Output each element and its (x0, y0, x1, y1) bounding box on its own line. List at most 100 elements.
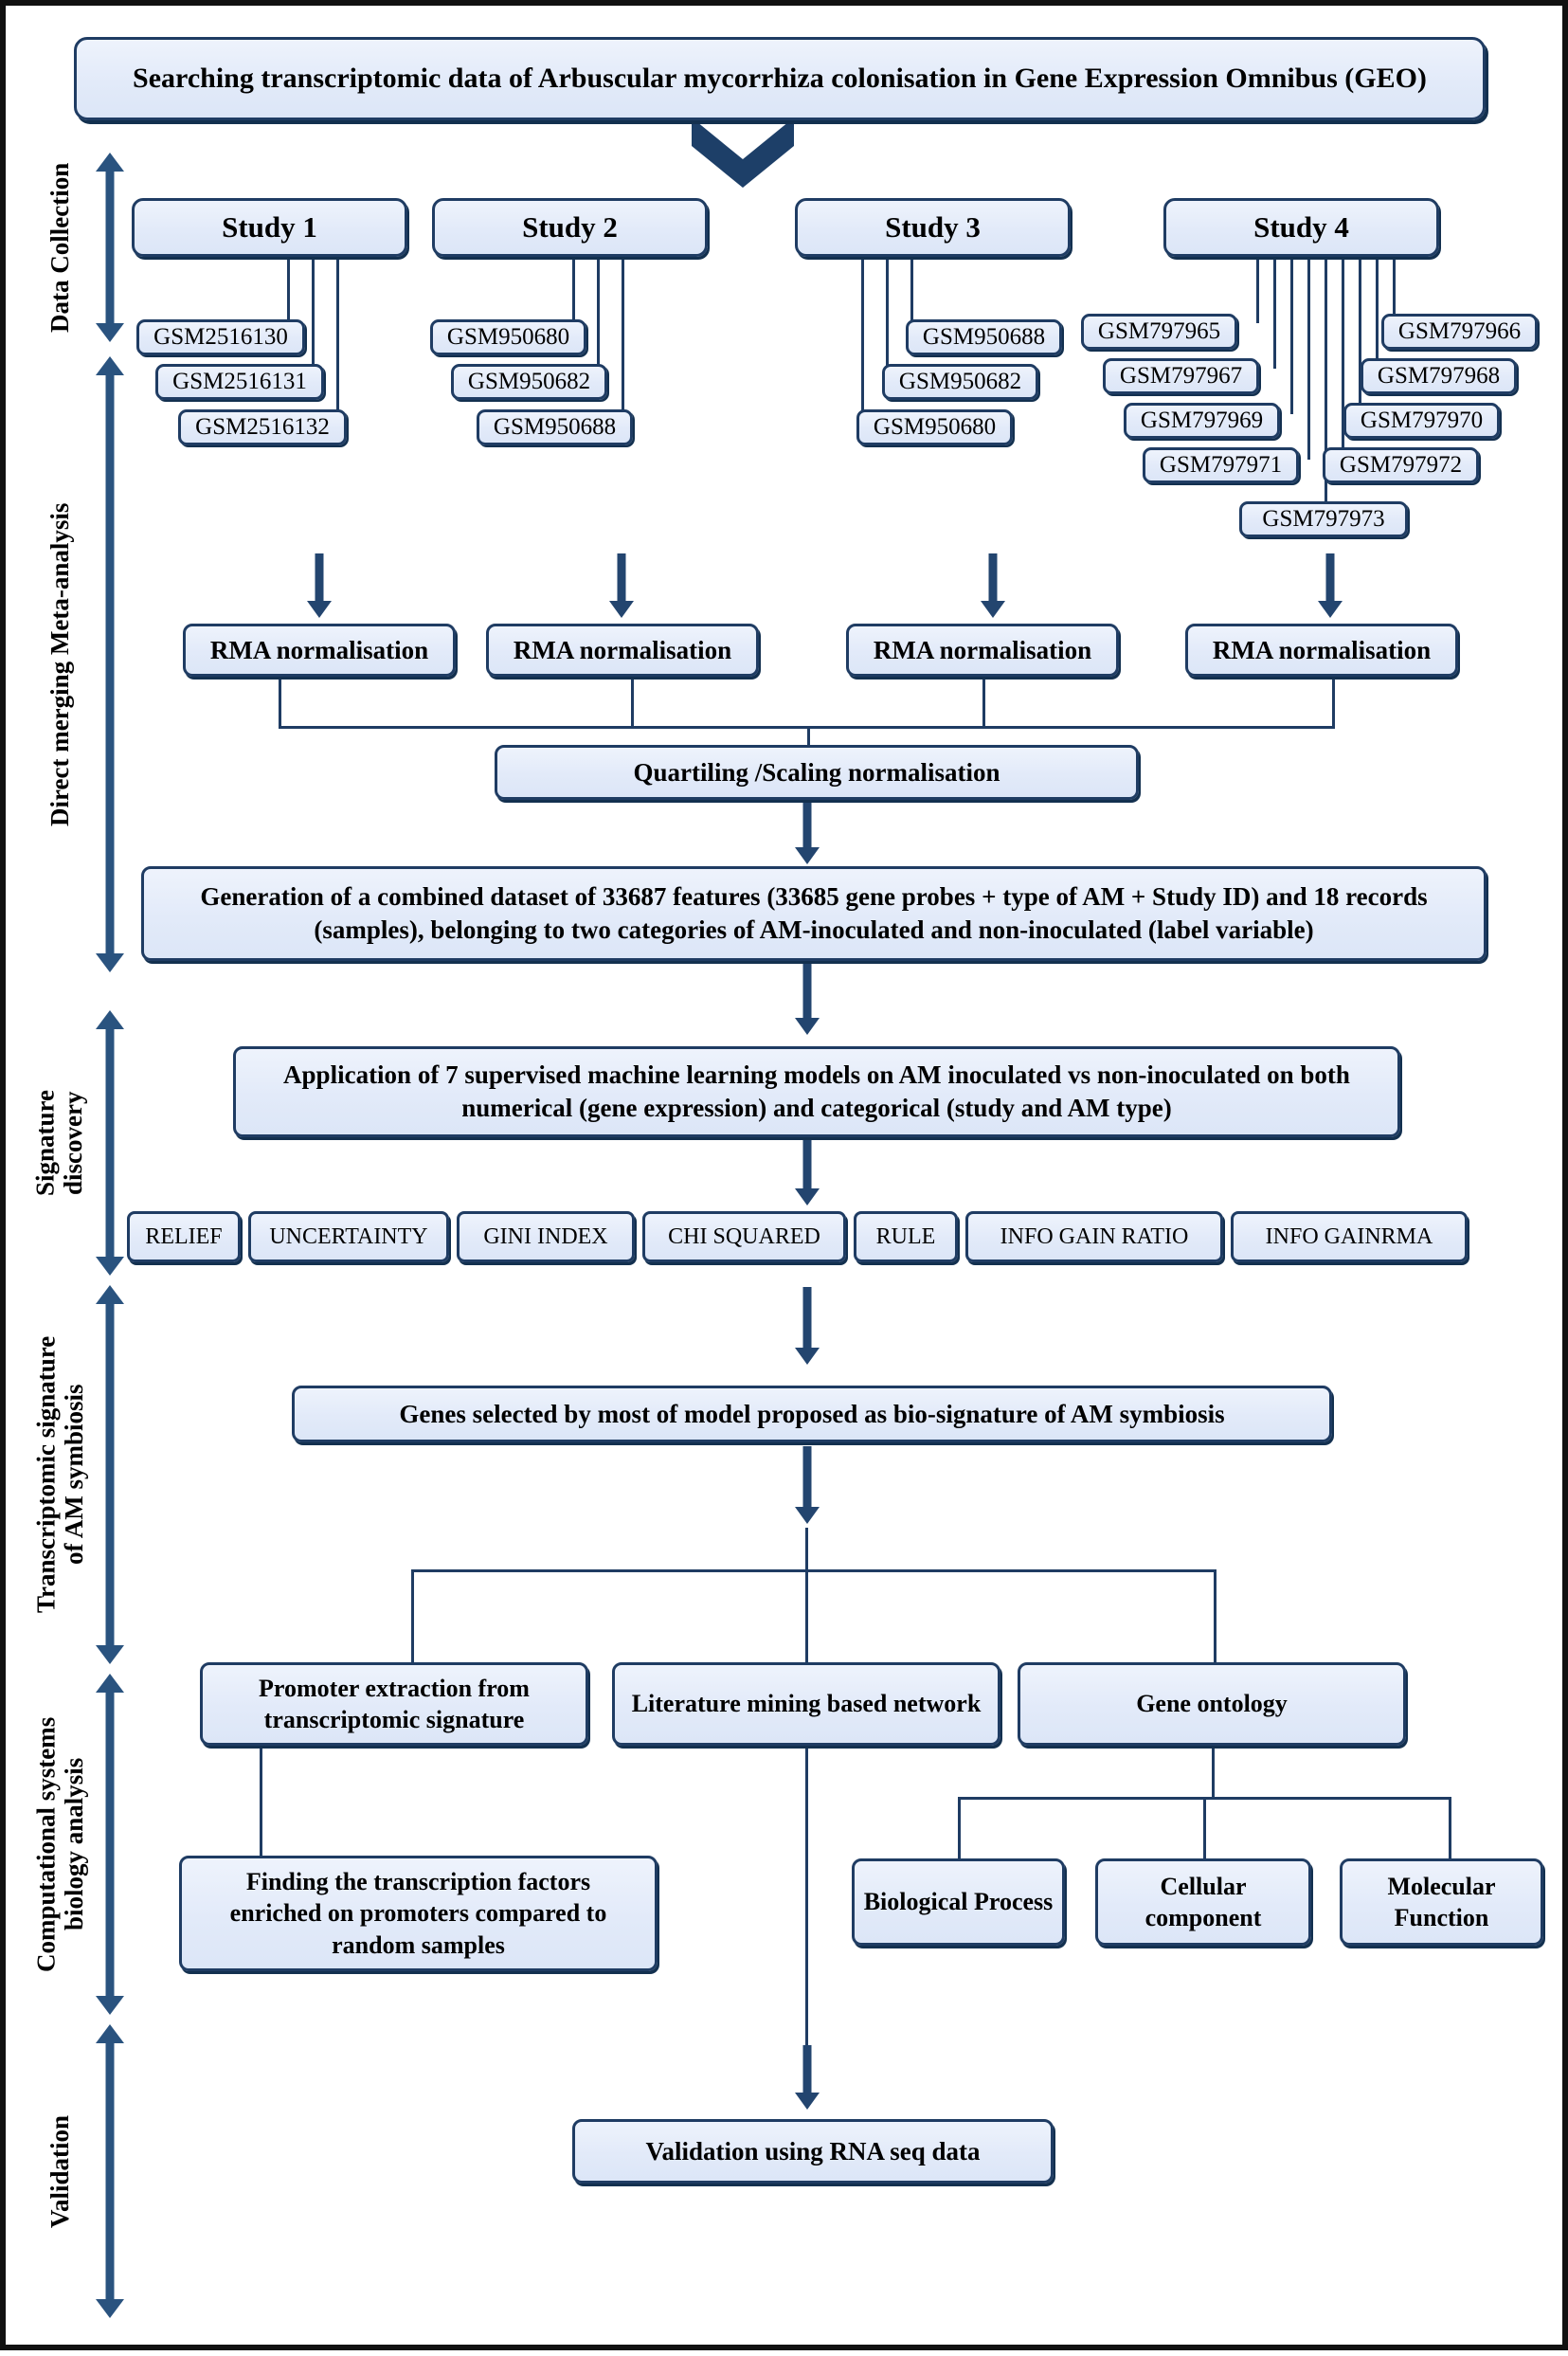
sample-box-gsm797969: GSM797969 (1124, 403, 1280, 439)
connector-ontology-to-cc (1203, 1797, 1206, 1860)
rma-box-3: RMA normalisation (846, 624, 1119, 677)
stage-label-meta-analysis: Direct merging Meta-analysis (45, 502, 75, 826)
connector-rma1-down (279, 677, 281, 727)
connector-rma3-down (982, 677, 985, 727)
chevron-down-icon (692, 118, 794, 188)
feature-chip-rule: RULE (854, 1211, 958, 1262)
connector-study4-s3 (1290, 257, 1293, 414)
sample-box-gsm950680-s3: GSM950680 (856, 409, 1013, 445)
quartiling-box: Quartiling /Scaling normalisation (495, 745, 1139, 800)
connector-ontology-stem (1212, 1746, 1215, 1799)
stage-arrow-meta-analysis (96, 356, 124, 972)
connector-study4-s5 (1342, 257, 1344, 460)
sample-box-gsm797972: GSM797972 (1323, 447, 1479, 483)
connector-study2-s3 (622, 257, 624, 424)
connector-study4-s6 (1359, 257, 1361, 414)
connector-ontology-to-bp (958, 1797, 961, 1860)
sample-box-gsm797971: GSM797971 (1143, 447, 1299, 483)
study-box-4: Study 4 (1163, 198, 1439, 257)
promoter-extraction-box: Promoter extraction from transcriptomic … (200, 1662, 588, 1746)
transcription-factors-box: Finding the transcription factors enrich… (179, 1856, 658, 1971)
go-box-molecular-function: Molecular Function (1340, 1858, 1543, 1946)
feature-chip-info-gainrma: INFO GAINRMA (1231, 1211, 1468, 1262)
sample-box-gsm950688: GSM950688 (477, 409, 633, 445)
connector-merge-bus (279, 726, 1335, 729)
feature-chip-chi-squared: CHI SQUARED (642, 1211, 846, 1262)
connector-study4-s9 (1325, 257, 1327, 527)
connector-study4-s7 (1376, 257, 1379, 369)
rma-box-1: RMA normalisation (183, 624, 456, 677)
arrow-to-ml-models (795, 963, 820, 1037)
sample-box-gsm797973: GSM797973 (1239, 501, 1408, 537)
ml-models-box: Application of 7 supervised machine lear… (233, 1046, 1400, 1137)
connector-rma2-down (631, 677, 634, 727)
arrow-to-systems-biology (795, 1446, 820, 1527)
connector-study1-s2 (312, 257, 315, 377)
rma-box-2: RMA normalisation (486, 624, 759, 677)
connector-branch-to-ontology (1214, 1569, 1217, 1664)
sample-box-gsm950682: GSM950682 (451, 364, 607, 400)
feature-chip-uncertainty: UNCERTAINTY (248, 1211, 449, 1262)
sample-box-gsm2516132: GSM2516132 (178, 409, 347, 445)
rma-box-4: RMA normalisation (1185, 624, 1458, 677)
stage-label-systems-biology: Computational systems biology analysis (31, 1716, 88, 1972)
connector-study4-s4 (1307, 257, 1310, 460)
title-box: Searching transcriptomic data of Arbuscu… (74, 37, 1486, 120)
combined-dataset-box: Generation of a combined dataset of 3368… (141, 866, 1487, 961)
connector-study4-s2 (1273, 257, 1276, 369)
feature-chip-info-gain-ratio: INFO GAIN RATIO (965, 1211, 1223, 1262)
arrow-to-rma-3 (981, 553, 1005, 618)
stage-label-validation: Validation (45, 2114, 75, 2228)
feature-chip-relief: RELIEF (127, 1211, 241, 1262)
arrow-to-rma-2 (609, 553, 634, 618)
stage-label-transcriptomic-signature: Transcriptomic signature of AM symbiosis (31, 1335, 88, 1614)
connector-study3-s1 (910, 257, 913, 333)
sample-box-gsm2516131: GSM2516131 (155, 364, 324, 400)
sample-box-gsm797965: GSM797965 (1081, 314, 1237, 350)
study-box-2: Study 2 (432, 198, 708, 257)
connector-study4-s8 (1393, 257, 1396, 323)
connector-promoter-to-tf (260, 1746, 262, 1858)
arrow-to-rma-1 (307, 553, 332, 618)
go-box-cellular-component: Cellular component (1095, 1858, 1311, 1946)
signature-box: Genes selected by most of model proposed… (292, 1386, 1332, 1442)
validation-box: Validation using RNA seq data (572, 2119, 1054, 2184)
sample-box-gsm797966: GSM797966 (1381, 314, 1538, 350)
stage-label-signature-discovery: Signature discovery (30, 1089, 87, 1197)
flowchart-canvas: Searching transcriptomic data of Arbuscu… (6, 6, 1568, 2356)
study-box-1: Study 1 (132, 198, 407, 257)
arrow-to-validation (795, 2045, 820, 2110)
sample-box-gsm950680: GSM950680 (430, 319, 586, 355)
connector-study3-s3 (861, 257, 864, 424)
sample-box-gsm797968: GSM797968 (1361, 358, 1517, 394)
stage-arrow-signature-discovery (96, 1010, 124, 1276)
connector-study2-s1 (572, 257, 575, 333)
connector-ontology-to-mf (1449, 1797, 1451, 1860)
study-box-3: Study 3 (795, 198, 1071, 257)
sample-box-gsm950682-s3: GSM950682 (882, 364, 1038, 400)
connector-branch-bus (411, 1569, 1217, 1572)
stage-arrow-validation (96, 2024, 124, 2318)
connector-branch-stem (805, 1528, 808, 1571)
stage-arrow-transcriptomic-signature (96, 1285, 124, 1664)
stage-arrow-data-collection (96, 153, 124, 342)
sample-box-gsm797970: GSM797970 (1343, 403, 1500, 439)
feature-chip-gini-index: GINI INDEX (457, 1211, 635, 1262)
connector-study1-s3 (336, 257, 339, 424)
sample-box-gsm797967: GSM797967 (1103, 358, 1259, 394)
connector-study3-s2 (886, 257, 889, 377)
arrow-to-rma-4 (1318, 553, 1343, 618)
go-box-biological-process: Biological Process (852, 1858, 1065, 1946)
connector-study1-s1 (287, 257, 290, 333)
arrow-to-signature (795, 1287, 820, 1368)
connector-literature-to-validation (805, 1746, 808, 2047)
sample-box-gsm950688-s3: GSM950688 (906, 319, 1062, 355)
gene-ontology-box: Gene ontology (1018, 1662, 1406, 1746)
sample-box-gsm2516130: GSM2516130 (136, 319, 305, 355)
connector-study2-s2 (597, 257, 600, 377)
stage-arrow-systems-biology (96, 1674, 124, 2015)
literature-mining-box: Literature mining based network (612, 1662, 1000, 1746)
arrow-to-combined-dataset (795, 800, 820, 864)
connector-rma4-down (1332, 677, 1335, 727)
